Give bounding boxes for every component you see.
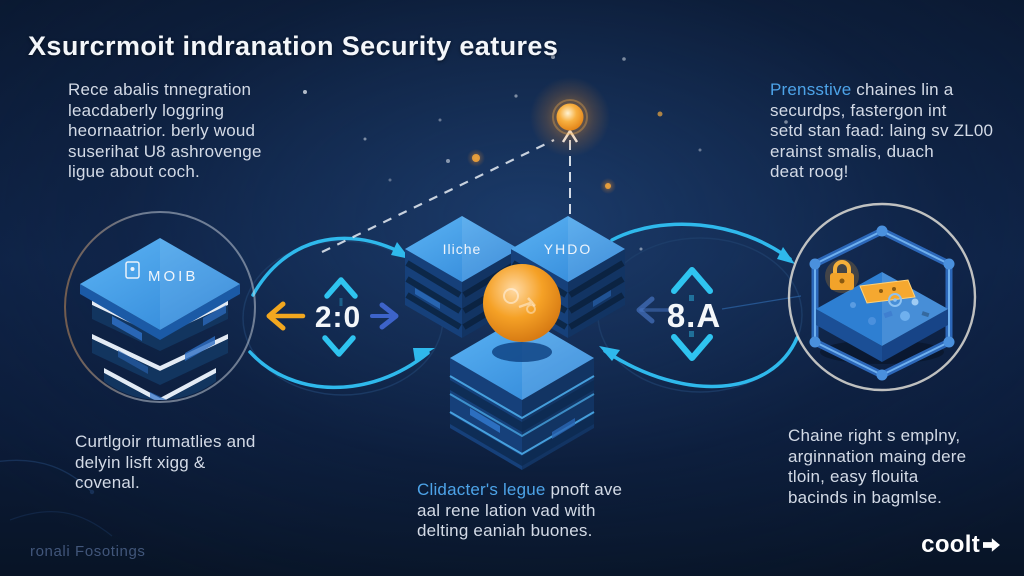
metric-left-value: 2:0 — [315, 301, 361, 334]
right-circle-frame — [787, 202, 977, 392]
paragraph-top-left: Rece abalis tnnegration leacdaberly logg… — [68, 80, 318, 183]
text-line: aal rene lation vad with — [417, 500, 596, 520]
text-line: covenal. — [75, 473, 140, 492]
padlock-icon — [825, 259, 859, 293]
arrow-up-icon — [324, 277, 358, 299]
arrow-left-faint-icon — [636, 296, 655, 324]
left-circle-frame — [64, 211, 256, 403]
middle-figure: Iliche YHDO — [405, 216, 625, 470]
text-line: Curtlgoir rtumatlies and — [75, 432, 256, 451]
text-line: setd stan faad: laing sv ZL00 — [770, 121, 994, 140]
paragraph-top-right: Prensstive chaines lin a securdps, faste… — [770, 80, 1020, 183]
glow-orb — [530, 77, 610, 157]
flow-arrows — [248, 222, 802, 390]
highlighted-phrase: Clidacter's legue — [417, 480, 546, 499]
brand-logo: coolt — [921, 531, 1000, 559]
orange-sphere — [483, 264, 561, 342]
stack-label-chip-icon — [125, 261, 140, 279]
left-figure: MOIB — [64, 211, 256, 403]
text-line: Prensstive chaines lin a — [770, 80, 954, 99]
corner-circuit-decoration — [0, 459, 113, 537]
text-line: tloin, easy flouita — [788, 467, 919, 486]
arrowhead-upright-icon — [413, 348, 435, 361]
metric-left-cluster: 2:0 — [266, 277, 399, 357]
text-line: leacdaberly loggring — [68, 100, 225, 120]
text-line: suserihat U8 ashrovenge — [68, 141, 262, 161]
platform — [816, 272, 948, 362]
text-line: delyin lisft xigg & — [75, 452, 206, 472]
text-line: deat roog! — [770, 162, 849, 181]
right-figure — [787, 202, 977, 392]
text-line: arginnation maing dere — [788, 446, 967, 466]
brand-name: coolt — [921, 531, 980, 558]
arrow-up-icon — [671, 267, 713, 294]
paragraph-bottom-left: Curtlgoir rtumatlies and delyin lisft xi… — [75, 432, 315, 494]
text-line: heornaatrior. berly woud — [68, 121, 256, 140]
metric-right-value: 8.A — [667, 297, 721, 334]
highlighted-word: Prensstive — [770, 80, 852, 99]
arrowhead-downright-icon — [777, 247, 795, 264]
footer-caption: ronali Fosotings — [30, 543, 146, 560]
text-line: securdps, fastergon int — [770, 100, 947, 120]
arrow-down-icon — [322, 335, 356, 357]
text-line: Chaine right s emplny, — [788, 426, 961, 445]
page-title: Xsurcrmoit indranation Security eatures — [28, 31, 559, 62]
text-line: ligue about coch. — [68, 162, 200, 181]
cage-frame — [809, 225, 955, 381]
text-line: Rece abalis tnnegration — [68, 80, 252, 99]
text-line: Clidacter's legue pnoft ave — [417, 480, 623, 499]
text-line: bacinds in bagmlse. — [788, 487, 943, 507]
stack-top-face — [80, 238, 240, 340]
metric-right-cluster: 8.A — [636, 267, 721, 361]
paragraph-bottom-center: Clidacter's legue pnoft ave aal rene lat… — [417, 480, 667, 542]
brand-arrow-icon — [983, 538, 1000, 552]
arrowhead-upleft-icon — [599, 346, 620, 361]
server-stack — [449, 316, 595, 470]
star-field — [303, 55, 838, 251]
mechanism-parts — [850, 293, 930, 325]
cube-right-label: YHDO — [544, 241, 592, 257]
text-line: erainst smalis, duach — [770, 141, 934, 161]
arrow-down-icon — [671, 334, 713, 361]
paragraph-bottom-right: Chaine right s emplny, arginnation maing… — [788, 426, 1024, 508]
text-line: delting eaniah buones. — [417, 521, 593, 540]
left-stack-label: MOIB — [148, 268, 198, 285]
cube-left-label: Iliche — [443, 241, 482, 257]
